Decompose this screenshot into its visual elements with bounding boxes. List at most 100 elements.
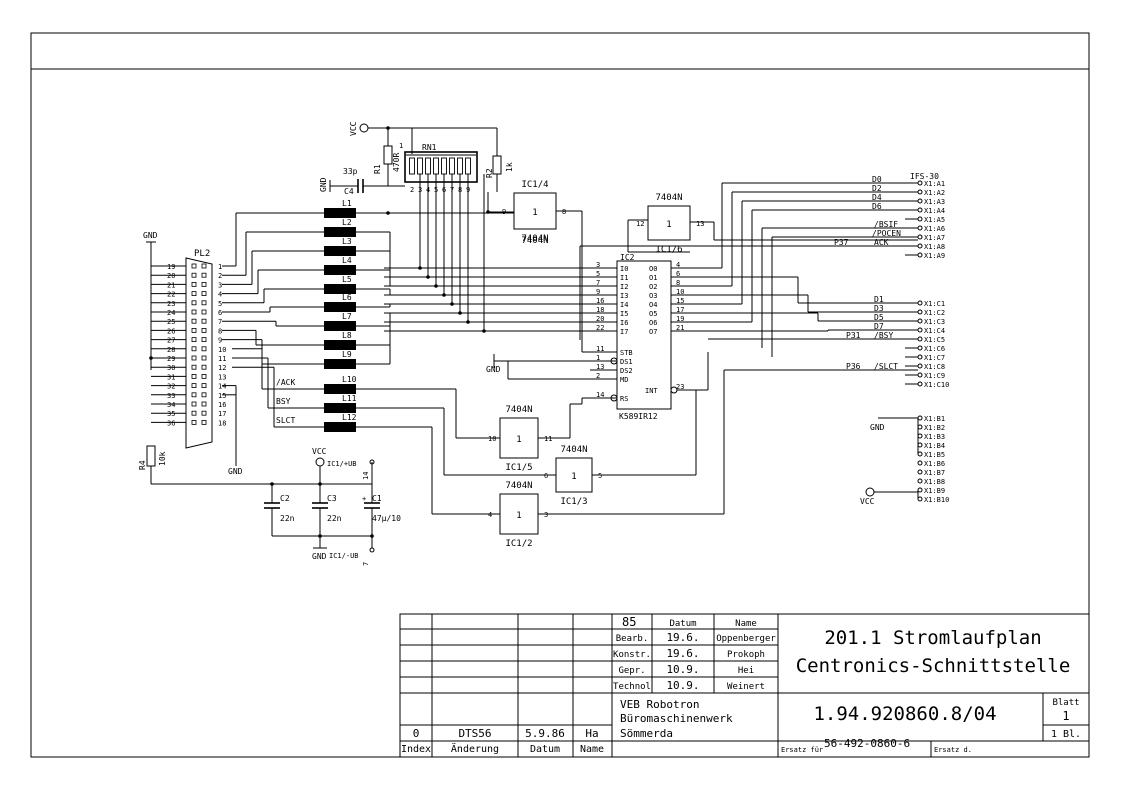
gate-type-label: 7404N [505, 405, 532, 415]
gate-name-label: IC1/5 [505, 463, 532, 473]
ic2-pin-label: RS [620, 395, 628, 403]
replaces-value: 56-492-0860-6 [824, 737, 910, 750]
pl2-connector-shell [185, 257, 213, 449]
choke-label: L9 [342, 350, 352, 359]
approval-role: Technol [613, 682, 651, 692]
ic2-pin-number: 9 [596, 288, 600, 296]
signal-label: P37 [834, 238, 849, 247]
choke-l8 [324, 340, 356, 350]
vcc-bottom-terminal [315, 457, 325, 467]
choke-label: L7 [342, 312, 352, 321]
pl2-pin-right: 9 [218, 337, 222, 345]
pl2-pin-left: 33 [167, 392, 175, 400]
header-name: Name [735, 619, 757, 629]
ic1-gnd-pin: 7 [362, 562, 370, 566]
choke-signal-label: BSY [276, 397, 291, 406]
pl2-pin-right: 18 [218, 419, 226, 427]
gate-pin-out: 11 [544, 435, 552, 443]
output-connector-wiring: X1:A1X1:A2X1:A3X1:A4X1:A5X1:A6X1:A7X1:A8… [579, 175, 949, 506]
pl2-pin-right: 3 [218, 281, 222, 289]
gate-type-label: 7404N [560, 445, 587, 455]
gate-function: 1 [666, 220, 671, 230]
choke-label: L4 [342, 256, 352, 265]
revision-change: DTS56 [458, 727, 491, 740]
c4-label: C4 [344, 187, 354, 196]
signal-label: D7 [874, 322, 884, 331]
choke-label: L11 [342, 394, 357, 403]
choke-l10 [324, 384, 356, 394]
gate-pin-in: 9 [502, 208, 506, 216]
pl2-pin-left: 35 [167, 410, 175, 418]
choke-label: L10 [342, 375, 357, 384]
signal-label: /BSY [874, 331, 893, 340]
sheet-number: 1 [1062, 709, 1069, 723]
rn1-label: RN1 [422, 143, 437, 152]
ic1-vcc-pin: 14 [362, 472, 370, 480]
ic2-pin-number: 14 [596, 391, 604, 399]
ic2-pin-number: 11 [596, 345, 604, 353]
replaced-by-label: Ersatz d. [934, 746, 972, 754]
ic2-out-number: 19 [676, 315, 684, 323]
x1-b-pin: X1:B7 [924, 469, 945, 477]
pl2-pin-left: 19 [167, 263, 175, 271]
title-line-2: Centronics-Schnittstelle [796, 655, 1071, 677]
ic2-pin-label: I5 [620, 310, 628, 318]
r1-value: 470R [392, 153, 401, 172]
gate-function: 1 [516, 435, 521, 445]
ic2-pin-label: STB [620, 349, 633, 357]
x1-c-pin: X1:C6 [924, 345, 945, 353]
ic2-pin-number: 22 [596, 324, 604, 332]
r4-label: R4 [138, 460, 147, 470]
ic2-out-label: O3 [649, 292, 657, 300]
choke-label: L3 [342, 237, 352, 246]
ic2-pin-number: 7 [596, 279, 600, 287]
ic2-out-label: O0 [649, 265, 657, 273]
approval-role: Konstr. [613, 650, 651, 660]
ic2-pin-number: 16 [596, 297, 604, 305]
ic1-vcc-label: IC1/+UB [327, 460, 357, 468]
approval-name: Oppenberger [716, 634, 776, 644]
revision-name: Ha [585, 727, 598, 740]
pl2-pins: 1920212223242526272829303132333435361234… [149, 263, 226, 427]
gnd-c4-label: GND [319, 177, 328, 192]
c3-value: 22n [327, 514, 342, 523]
pl2-pin-right: 12 [218, 364, 226, 372]
ic2-label: IC2 [620, 253, 635, 262]
gate-type-label: 7404N [521, 234, 548, 244]
x1-b-pin: X1:B4 [924, 442, 945, 450]
x1-a-pin: X1:A2 [924, 189, 945, 197]
pl2-pin-left: 30 [167, 364, 175, 372]
pl2-pin-left: 29 [167, 355, 175, 363]
choke-l1 [324, 208, 356, 218]
signal-label: D4 [872, 193, 882, 202]
choke-l9 [324, 359, 356, 369]
x1-c-pin: X1:C5 [924, 336, 945, 344]
x1-b-pin: X1:B3 [924, 433, 945, 441]
x1-a-pin: X1:A3 [924, 198, 945, 206]
pl2-pin-left: 24 [167, 309, 175, 317]
x1-c-pin: X1:C9 [924, 372, 945, 380]
signal-label: D6 [872, 202, 882, 211]
ic2-pin-label: DS2 [620, 367, 633, 375]
ic2-out-label: O6 [649, 319, 657, 327]
ic2-out-number: 6 [676, 270, 680, 278]
pl2-pin-left: 21 [167, 281, 175, 289]
choke-l6 [324, 302, 356, 312]
gate-ic1-6 [647, 205, 691, 241]
gate-pin-in: 12 [636, 220, 644, 228]
x1-c-pin: X1:C3 [924, 318, 945, 326]
header-index: Index [401, 744, 431, 755]
ic2-pin-number: 3 [596, 261, 600, 269]
pl2-pin-right: 8 [218, 327, 222, 335]
choke-signal-label: /ACK [276, 378, 295, 387]
revision-date: 5.9.86 [525, 727, 565, 740]
gate-pin-out: 3 [544, 511, 548, 519]
gate-name-label: IC1/3 [560, 497, 587, 507]
x1-a-pin: X1:A8 [924, 243, 945, 251]
approval-date: 19.6. [666, 647, 699, 660]
ic2-out-number: 8 [676, 279, 680, 287]
ic2-out-number: 23 [676, 383, 684, 391]
company-line-3: Sömmerda [620, 727, 673, 740]
approval-name: Hei [738, 666, 754, 676]
